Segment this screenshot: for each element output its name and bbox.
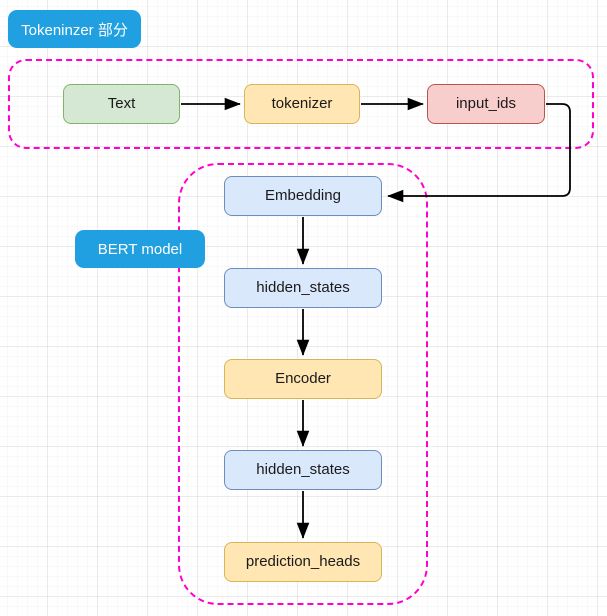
input-ids-node[interactable]: input_ids	[427, 84, 545, 124]
text-node-label: Text	[107, 94, 136, 112]
bert-model-group	[178, 163, 428, 605]
tokenizer-section-badge[interactable]: Tokeninzer 部分	[8, 10, 141, 48]
hidden-states-node-2[interactable]: hidden_states	[224, 450, 382, 490]
prediction-heads-node[interactable]: prediction_heads	[224, 542, 382, 582]
hidden-states-node-1[interactable]: hidden_states	[224, 268, 382, 308]
bert-model-badge[interactable]: BERT model	[75, 230, 205, 268]
embedding-node-label: Embedding	[265, 186, 341, 204]
tokenizer-section-badge-label: Tokeninzer 部分	[21, 21, 128, 39]
tokenizer-node[interactable]: tokenizer	[244, 84, 360, 124]
hidden-states-node-1-label: hidden_states	[256, 278, 350, 296]
tokenizer-group	[8, 59, 594, 149]
hidden-states-node-2-label: hidden_states	[256, 460, 350, 478]
encoder-node[interactable]: Encoder	[224, 359, 382, 399]
input-ids-node-label: input_ids	[455, 94, 517, 112]
tokenizer-node-label: tokenizer	[271, 94, 333, 112]
prediction-heads-node-label: prediction_heads	[245, 552, 361, 570]
bert-model-badge-label: BERT model	[97, 240, 183, 258]
encoder-node-label: Encoder	[275, 369, 331, 387]
embedding-node[interactable]: Embedding	[224, 176, 382, 216]
text-node[interactable]: Text	[63, 84, 180, 124]
